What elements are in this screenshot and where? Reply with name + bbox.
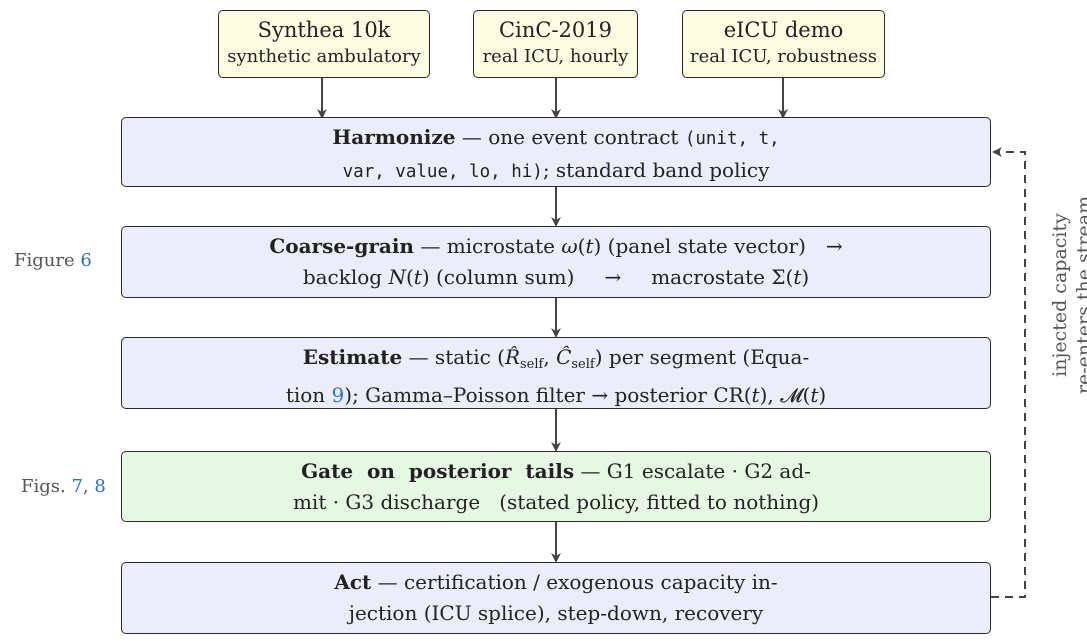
math-symbol: ω (561, 234, 578, 258)
stage-text: tion (285, 383, 332, 407)
stage-text: — G1 escalate · G2 ad- (574, 459, 811, 483)
source-title: CinC-2019 (499, 18, 612, 42)
gate-line-2: mit · G3 discharge (stated policy, fitte… (122, 487, 990, 518)
side-label-text: Figs. (21, 476, 72, 497)
stage-text: — microstate (413, 234, 562, 258)
stage-text: ) per segment (Equa- (594, 345, 810, 369)
stage-text: backlog (302, 265, 389, 289)
estimate-line-1: Estimate — static (R̂self, Ĉself) per se… (302, 345, 810, 372)
side-label-text: , (82, 476, 95, 497)
source-subtitle: synthetic ambulatory (227, 46, 421, 67)
stage-name: Harmonize (332, 125, 456, 149)
math-symbol: N (388, 265, 406, 289)
feedback-line: injected capacity (1049, 213, 1071, 377)
math-symbol: Ĉ (556, 345, 572, 369)
math-symbol: R̂ (504, 345, 521, 369)
math-subscript: self (520, 357, 544, 372)
act-line-2: jection (ICU splice), step-down, recover… (122, 598, 990, 629)
source-synthea: Synthea 10k synthetic ambulatory (218, 10, 430, 78)
feedback-label-text: injected capacity re-enters the stream (1048, 135, 1087, 455)
event-contract-code: (unit, t, (684, 129, 780, 149)
stage-text: ; standard band policy (542, 158, 770, 182)
stage-text: ) (818, 383, 827, 407)
stage-act: Act — certification / exogenous capacity… (121, 562, 991, 634)
figs-7-8-label: Figs. 7, 8 (21, 476, 106, 497)
source-subtitle: real ICU, hourly (482, 46, 629, 67)
stage-name: Gate on posterior tails (301, 459, 575, 483)
stage-text: mit · G3 discharge (stated policy, fitte… (292, 490, 820, 514)
math-symbol: t (413, 265, 422, 289)
stage-estimate: Estimate — static (R̂self, Ĉself) per se… (121, 337, 991, 409)
stage-name: Coarse-grain (269, 234, 414, 258)
estimate-line-2: tion 9); Gamma–Poisson filter → posterio… (285, 383, 827, 407)
coarse-line-2: backlog N(t) (column sum) → macrostate Σ… (302, 265, 810, 289)
stage-text: — static ( (402, 345, 505, 369)
arrow-glyph: → (825, 234, 843, 258)
stage-text: macrostate Σ (651, 265, 786, 289)
figure-ref-link[interactable]: 7 (71, 476, 83, 497)
source-subtitle: real ICU, robustness (689, 46, 878, 67)
math-symbol: t (585, 234, 594, 258)
feedback-line: re-enters the stream (1073, 195, 1087, 395)
stage-text: — certification / exogenous capacity in- (371, 570, 778, 594)
stage-name: Act (334, 570, 372, 594)
source-title: eICU demo (723, 18, 844, 42)
math-subscript: self (571, 357, 595, 372)
event-contract-code: var, value, lo, hi) (342, 162, 543, 182)
figure-ref-link[interactable]: 6 (80, 250, 92, 271)
stage-coarse-grain: Coarse-grain — microstate ω(t) (panel st… (121, 226, 991, 298)
stage-name: Estimate (302, 345, 403, 369)
source-eicu: eICU demo real ICU, robustness (682, 10, 885, 78)
stage-text: jection (ICU splice), step-down, recover… (348, 601, 764, 625)
source-cinc: CinC-2019 real ICU, hourly (473, 10, 638, 78)
stage-gate: Gate on posterior tails — G1 escalate · … (121, 451, 991, 522)
stage-harmonize: Harmonize — one event contract (unit, t,… (121, 117, 991, 187)
harmonize-line-1: Harmonize — one event contract (unit, t, (122, 122, 990, 155)
act-line-1: Act — certification / exogenous capacity… (122, 567, 990, 598)
math-symbol: t (793, 265, 802, 289)
source-title: Synthea 10k (257, 18, 391, 42)
gate-line-1: Gate on posterior tails — G1 escalate · … (122, 456, 990, 487)
stage-text: ), (759, 383, 781, 407)
arrow-glyph: → (604, 265, 622, 289)
math-symbol: 𝓜 (780, 383, 803, 407)
equation-ref-link[interactable]: 9 (331, 383, 345, 407)
math-symbol: t (751, 383, 760, 407)
coarse-line-1: Coarse-grain — microstate ω(t) (panel st… (269, 234, 843, 258)
harmonize-line-2: var, value, lo, hi); standard band polic… (122, 155, 990, 188)
figure-6-label: Figure 6 (14, 250, 92, 271)
feedback-arrow (991, 147, 1026, 598)
stage-text: ); Gamma–Poisson filter → posterior CR( (344, 383, 752, 407)
stage-text: (panel state vector) (601, 234, 806, 258)
math-symbol: t (810, 383, 819, 407)
side-label-text: Figure (14, 250, 81, 271)
stage-text: — one event contract (455, 125, 685, 149)
stage-text: (column sum) (429, 265, 575, 289)
figure-ref-link[interactable]: 8 (94, 476, 106, 497)
